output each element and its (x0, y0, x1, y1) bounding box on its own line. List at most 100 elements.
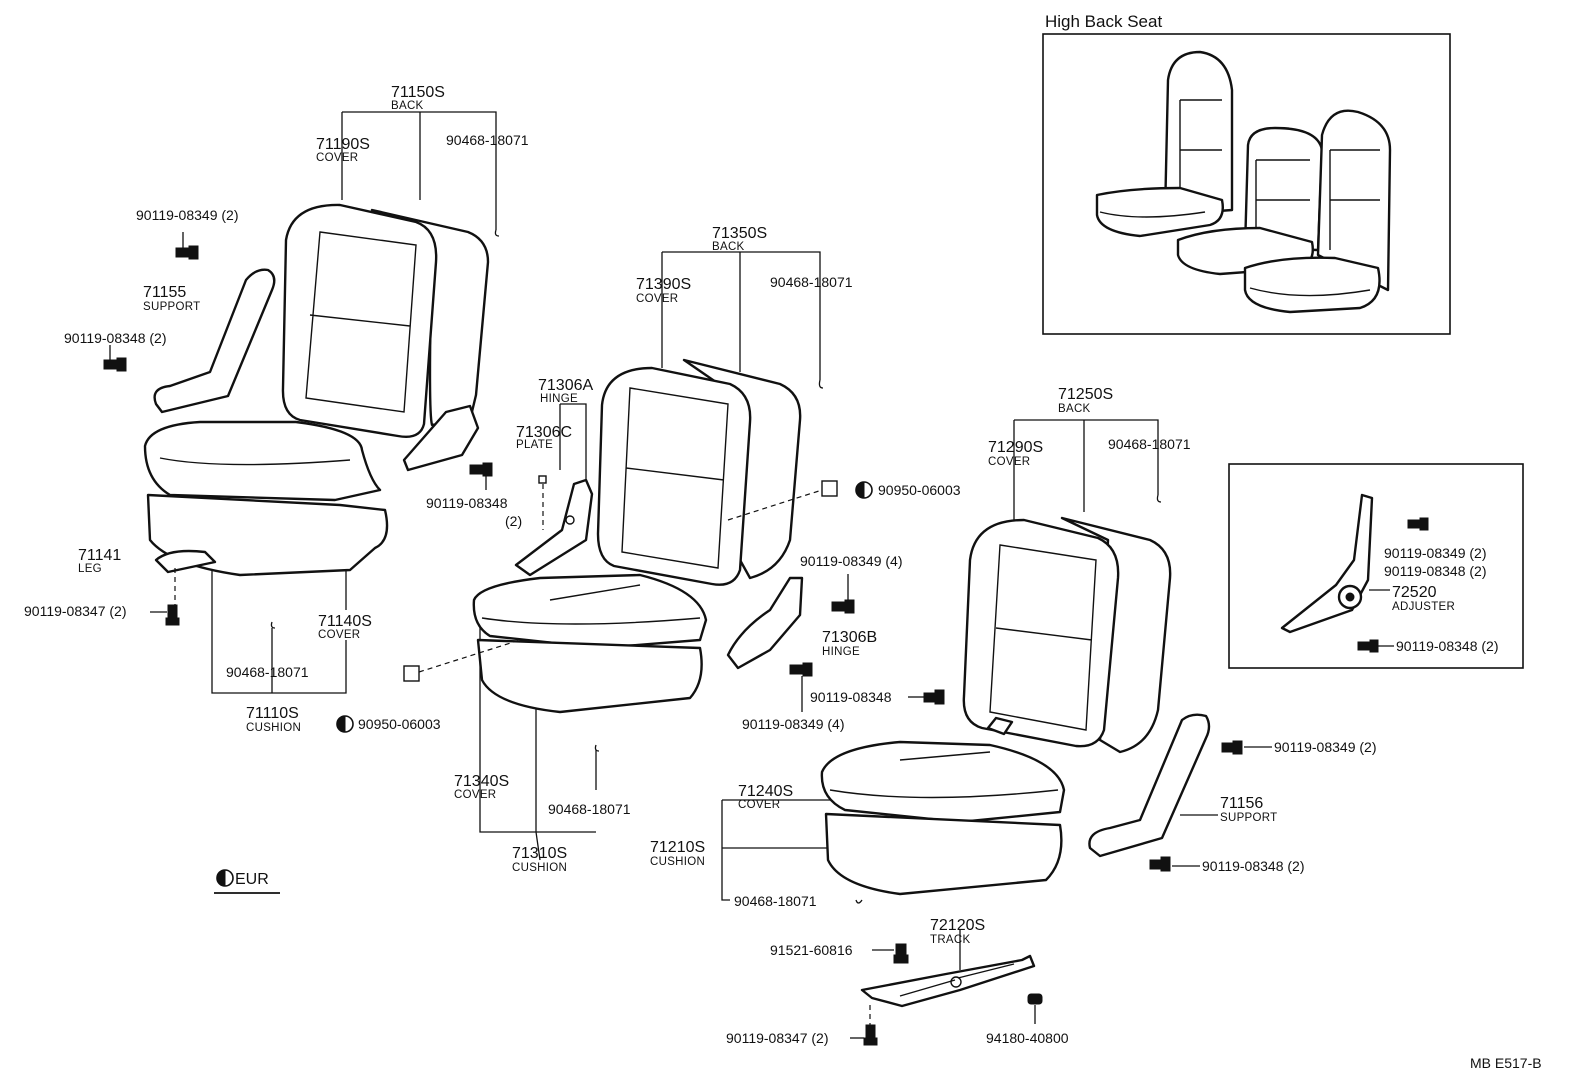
stopper-label: 94180-40800 (986, 1030, 1069, 1046)
cover-part-label: COVER (636, 293, 678, 305)
pin-icon (855, 899, 863, 904)
bolt-icon (923, 689, 945, 705)
bolt-label: 90119-08349 (2) (1384, 545, 1486, 561)
eur-symbol-icon (216, 869, 234, 887)
eur-symbol-icon (336, 715, 354, 733)
stopper-icon (1027, 993, 1043, 1005)
adjuster-frame (1228, 463, 1524, 669)
back-part-no: 71350S (712, 225, 767, 242)
hinge-bracket (402, 404, 480, 472)
hinge-b-part-no: 71306B (822, 629, 877, 646)
bolt-icon (831, 599, 855, 614)
eur-part-square (821, 480, 838, 497)
adjuster-part-no: 72520 (1392, 584, 1437, 601)
bolt-label: 90119-08348 (810, 689, 892, 705)
bolt-label: 91521-60816 (770, 942, 853, 958)
hinge-hole (565, 515, 575, 525)
inset-adjuster: 90119-08349 (2) 90119-08348 (2) 72520 AD… (1228, 463, 1524, 669)
cushion-part-label: CUSHION (512, 862, 567, 874)
plate-part-label: PLATE (516, 439, 553, 451)
plate-part-no: 71306C (516, 424, 572, 441)
bolt-label: 90119-08349 (4) (800, 553, 902, 569)
high-back-seat-drawing (1095, 50, 1392, 314)
eur-legend: EUR (214, 869, 280, 894)
cover-part-label: COVER (988, 456, 1030, 468)
bolt-qty: (2) (505, 513, 522, 529)
back-part-label: BACK (712, 241, 745, 253)
bolt-icon (863, 1024, 878, 1046)
eur-part-label: 90950-06003 (878, 482, 961, 498)
eur-legend-text: EUR (235, 871, 269, 888)
track-part-label: TRACK (930, 934, 971, 946)
cushion-part-no: 71310S (512, 845, 567, 862)
support-71156 (1088, 713, 1211, 858)
support-part-label: SUPPORT (143, 301, 200, 313)
bolt-icon (165, 604, 180, 626)
pin-icon (1156, 494, 1162, 503)
track-bolt-hole (950, 976, 962, 988)
bolt-label: 90119-08348 (2) (1202, 858, 1304, 874)
cushion-cover (143, 420, 382, 502)
back-part-no: 71250S (1058, 386, 1113, 403)
bolt-icon (1221, 740, 1243, 755)
footer-code: MB E517-B (1470, 1055, 1542, 1071)
bolt-icon (789, 662, 813, 677)
bolt-icon (469, 462, 493, 477)
hinge-a-part-no: 71306A (538, 377, 593, 394)
pin-icon (494, 229, 500, 237)
eur-symbol-icon (855, 481, 873, 499)
leg-71141 (154, 549, 217, 574)
cushion-part-label: CUSHION (650, 856, 705, 868)
bolt-label: 90119-08349 (2) (136, 207, 238, 223)
hinge-71306a (514, 478, 594, 577)
cover-part-no: 71390S (636, 276, 691, 293)
cushion-cover-part-label: COVER (318, 629, 360, 641)
adjuster-part-label: ADJUSTER (1392, 601, 1455, 613)
recliner-stub (986, 716, 1014, 736)
cushion-part-label: CUSHION (246, 722, 301, 734)
hinge-71306b (726, 576, 804, 670)
cushion-cover-part-label: COVER (454, 789, 496, 801)
inset-title: High Back Seat (1045, 12, 1162, 31)
cushion-cover-part-label: COVER (738, 799, 780, 811)
cushion-cover (820, 740, 1066, 824)
hinge-b-part-label: HINGE (822, 646, 860, 658)
bolt-label: 90119-08349 (4) (742, 716, 844, 732)
bolt-icon (1149, 856, 1171, 872)
pin-icon (818, 379, 824, 389)
bolt-label: 90119-08348 (426, 495, 508, 511)
pin-label: 90468-18071 (1108, 436, 1191, 452)
support-part-no: 71156 (1220, 795, 1263, 812)
back-part-label: BACK (391, 100, 424, 112)
bolt-icon (893, 943, 909, 964)
bolt-label: 90119-08348 (2) (1396, 638, 1498, 654)
pin-label: 90468-18071 (446, 132, 529, 148)
cushion-pad (476, 638, 703, 714)
track-part-no: 72120S (930, 917, 985, 934)
support-part-label: SUPPORT (1220, 812, 1277, 824)
bolt-icon (1357, 639, 1379, 653)
leg-part-label: LEG (78, 563, 102, 575)
right-seat: 71250S BACK 71290S COVER 90468-18071 901… (650, 386, 1376, 1046)
pin-label: 90468-18071 (226, 664, 309, 680)
support-71155 (153, 268, 276, 414)
cover-part-label: COVER (316, 152, 358, 164)
bolt-label: 90119-08349 (2) (1274, 739, 1376, 755)
center-seat: 71350S BACK 71390S COVER 90468-18071 713… (403, 225, 961, 874)
bolt-label: 90119-08347 (2) (726, 1030, 828, 1046)
bolt-label: 90119-08347 (2) (24, 603, 126, 619)
bolt-label: 90119-08348 (2) (64, 330, 166, 346)
left-seat: 71150S BACK 71190S COVER 90468-18071 901… (24, 84, 529, 734)
bolt-icon (103, 357, 127, 372)
plate-71306c (538, 475, 547, 484)
track-72120s (860, 954, 1036, 1008)
cushion-cover-part-no: 71340S (454, 773, 509, 790)
bolt-icon (175, 245, 199, 260)
inset-high-back-seat: High Back Seat (1042, 12, 1451, 335)
cushion-cover-part-no: 71140S (318, 613, 372, 630)
pin-label: 90468-18071 (548, 801, 631, 817)
hinge-a-part-label: HINGE (540, 393, 578, 405)
seat-back-frame (1060, 516, 1172, 754)
cushion-pad (824, 812, 1063, 896)
